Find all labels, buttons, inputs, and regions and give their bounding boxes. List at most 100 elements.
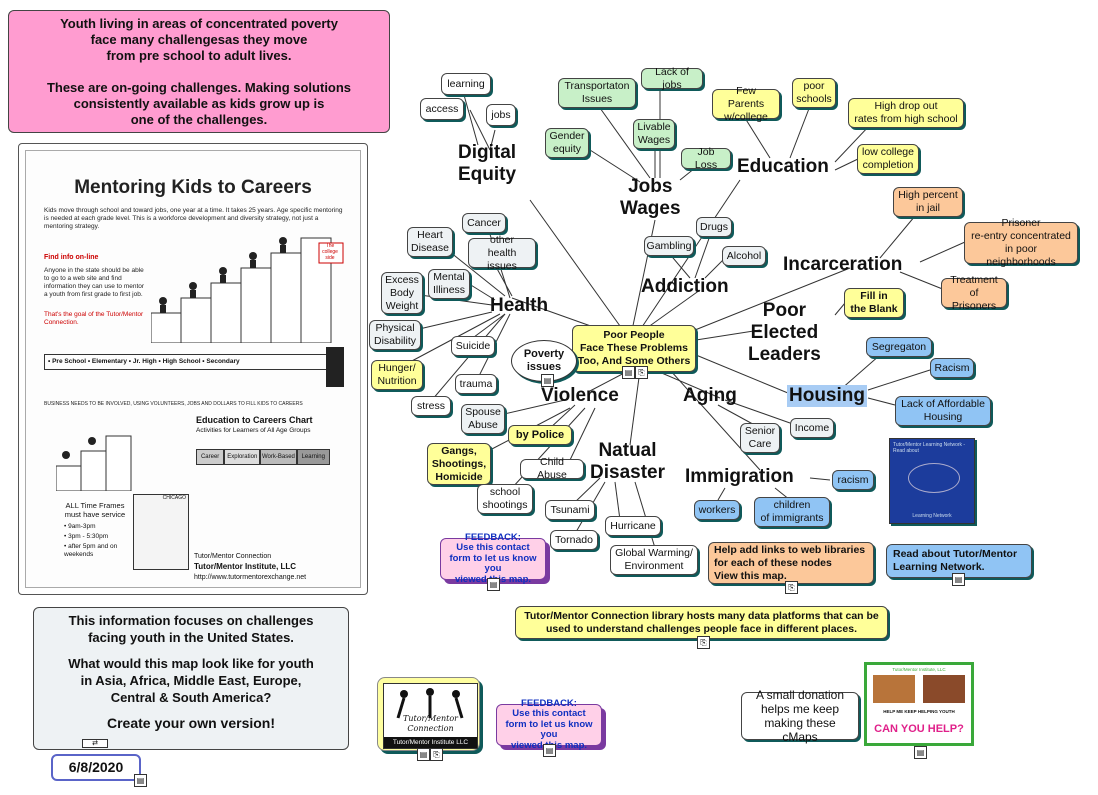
library-line: Tutor/Mentor Connection library hosts ma… [524, 609, 879, 622]
donate-photo-2 [923, 675, 965, 703]
thumb-bottom: Learning Network [912, 513, 952, 519]
node-stress: stress [411, 396, 451, 416]
stairs-graphic [151, 237, 344, 343]
node-label: Treatment [950, 273, 998, 286]
node-label: Heart [417, 229, 443, 241]
heading-housing: Housing [787, 385, 867, 407]
heading-poor-line: Poor [762, 300, 807, 321]
feedback-box-2[interactable]: FEEDBACK: Use this contact form to let u… [496, 698, 602, 750]
node-workers: workers [694, 500, 740, 520]
node-label: Few Parents [727, 84, 765, 110]
node-label: by Police [515, 428, 565, 441]
feedback-line: FEEDBACK: [465, 531, 521, 543]
node-label: racism [837, 473, 869, 486]
center-line-1: Poor People [603, 329, 665, 341]
node-label: Income [794, 421, 830, 434]
node-label: Senior [744, 425, 776, 437]
donate-photo-1 [873, 675, 915, 703]
link-icon[interactable]: ⎘ [430, 748, 443, 761]
doc-icon[interactable]: ▤ [417, 748, 430, 761]
node-tsunami: Tsunami [545, 500, 595, 520]
node-label: Hurricane [610, 519, 656, 532]
node-label: learning [447, 77, 485, 90]
doc-icon[interactable]: ▤ [952, 573, 965, 586]
feedback-line: form to let us know you [505, 718, 593, 741]
node-gangs: Gangs,Shootings,Homicide [427, 443, 491, 485]
intro-line-1: Youth living in areas of concentrated po… [60, 16, 338, 31]
node-label: Fill in [860, 290, 888, 302]
node-label: Suicide [455, 339, 491, 352]
node-hurricane: Hurricane [605, 516, 661, 536]
library-box[interactable]: Tutor/Mentor Connection library hosts ma… [515, 606, 888, 639]
node-label: Wages [637, 134, 671, 146]
node-jobs: jobs [486, 104, 516, 126]
doc-icon[interactable]: ▤ [487, 578, 500, 591]
learning-network-thumbnail[interactable]: Tutor/Mentor Learning Network - Read abo… [889, 438, 975, 524]
read-line: Learning Network. [893, 561, 985, 573]
heading-aging: Aging [683, 385, 737, 406]
node-label: re-entry concentrated [971, 230, 1071, 242]
link-icon[interactable]: ⎘ [635, 366, 648, 379]
tutor-mentor-logo[interactable]: Tutor/Mentor Connection Tutor/Mentor Ins… [377, 677, 480, 751]
doc-icon[interactable]: ▤ [134, 774, 147, 787]
node-label: Segregaton [871, 340, 927, 353]
node-label: Drugs [700, 220, 729, 233]
node-job-loss: Job Loss [681, 145, 731, 171]
help-line: Help add links to web libraries [714, 543, 866, 556]
donate-image[interactable]: Tutor/Mentor Institute, LLC HELP ME KEEP… [864, 662, 974, 746]
node-label: Hunger/ [378, 362, 416, 374]
doc-icon[interactable]: ▤ [543, 744, 556, 757]
poster-time: • 3pm - 5:30pm [64, 533, 109, 540]
poster-stage: Career [196, 449, 225, 465]
node-label: Mental [433, 271, 465, 283]
intro-box: Youth living in areas of concentrated po… [8, 10, 390, 133]
node-label: children [773, 499, 811, 511]
feedback-line: Use this contact [512, 708, 586, 720]
poster-org2: Tutor/Mentor Institute, LLC [194, 562, 297, 571]
doc-icon[interactable]: ▤ [541, 374, 554, 387]
help-links-box[interactable]: Help add links to web libraries for each… [708, 542, 874, 584]
doc-icon[interactable]: ▤ [914, 746, 927, 759]
feedback-box[interactable]: FEEDBACK: Use this contact form to let u… [440, 532, 546, 584]
node-gambling: Gambling [644, 236, 694, 256]
node-label: jobs [491, 108, 511, 121]
link-icon[interactable]: ⇄ [82, 739, 108, 748]
donation-line: making these cMaps [764, 716, 836, 744]
node-label: Lack of Affordable [901, 398, 985, 410]
heading-digital-equity: Digital Equity [458, 142, 516, 186]
node-label: of immigrants [760, 512, 824, 524]
intro-line-3: from pre school to adult lives. [106, 48, 292, 63]
node-label: health issues [487, 246, 517, 272]
heading-incarceration: Incarceration [783, 254, 903, 275]
node-label: poor [803, 80, 825, 92]
node-label: Physical [375, 322, 415, 334]
node-label: Tornado [555, 533, 593, 546]
help-line: for each of these nodes [714, 556, 832, 569]
link-icon[interactable]: ⎘ [785, 581, 798, 594]
link-icon[interactable]: ⎘ [697, 636, 710, 649]
node-label: Job Loss [694, 145, 718, 171]
node-label: other [490, 233, 514, 246]
donate-top: Tutor/Mentor Institute, LLC [892, 667, 946, 672]
heading-education: Education [737, 156, 829, 177]
node-alcohol: Alcohol [722, 246, 766, 266]
doc-icon[interactable]: ▤ [622, 366, 635, 379]
node-access: access [420, 98, 464, 120]
node-segregation: Segregaton [866, 337, 932, 357]
poster-title: Mentoring Kids to Careers [74, 177, 312, 198]
node-label: Gambling [646, 239, 692, 252]
mentoring-poster[interactable]: Mentoring Kids to Careers Kids move thro… [18, 143, 368, 595]
poster-time: • 9am-3pm [64, 523, 96, 530]
poster-intro: Kids move through school and toward jobs… [44, 207, 343, 230]
poster-goal: That's the goal of the Tutor/Mentor Conn… [44, 311, 144, 326]
node-tornado: Tornado [550, 530, 598, 550]
heading-natual-disaster: Natual Disaster [590, 440, 665, 484]
heading-natual-line: Disaster [590, 462, 665, 483]
info-line-3: What would this map look like for youth [68, 656, 314, 671]
poster-stage: Exploration [224, 449, 261, 465]
